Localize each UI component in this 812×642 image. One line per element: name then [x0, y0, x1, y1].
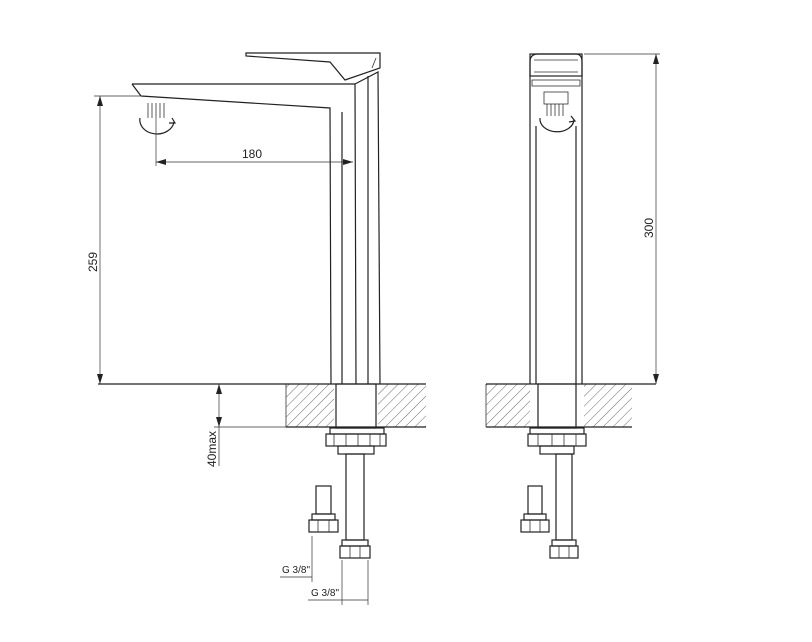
faucet-body-side	[131, 52, 381, 385]
thread-label-1: G 3/8"	[282, 565, 310, 576]
front-view: 300	[485, 53, 660, 559]
dimension-259: 259	[86, 95, 140, 384]
countertop-side	[98, 383, 426, 428]
hoses-front	[520, 453, 579, 559]
faucet-body-front	[529, 53, 583, 384]
thread-labels: G 3/8" G 3/8"	[280, 536, 369, 605]
thread-label-2: G 3/8"	[311, 588, 339, 599]
aerator-symbol-side	[139, 103, 177, 135]
dimension-label-40max: 40max	[205, 431, 219, 467]
hoses-side	[308, 453, 371, 559]
dimension-label-300: 300	[642, 218, 656, 238]
countertop-front	[485, 383, 656, 428]
side-view: 180 259 40max G 3/8" G 3/8"	[86, 52, 426, 605]
mount-shank-front	[527, 383, 587, 455]
dimension-300: 300	[584, 53, 660, 384]
dimension-40max: 40max	[205, 384, 286, 467]
dimension-label-180: 180	[242, 147, 262, 161]
dimension-180: 180	[155, 118, 353, 166]
mount-shank-side	[325, 383, 387, 455]
dimension-label-259: 259	[86, 252, 100, 272]
